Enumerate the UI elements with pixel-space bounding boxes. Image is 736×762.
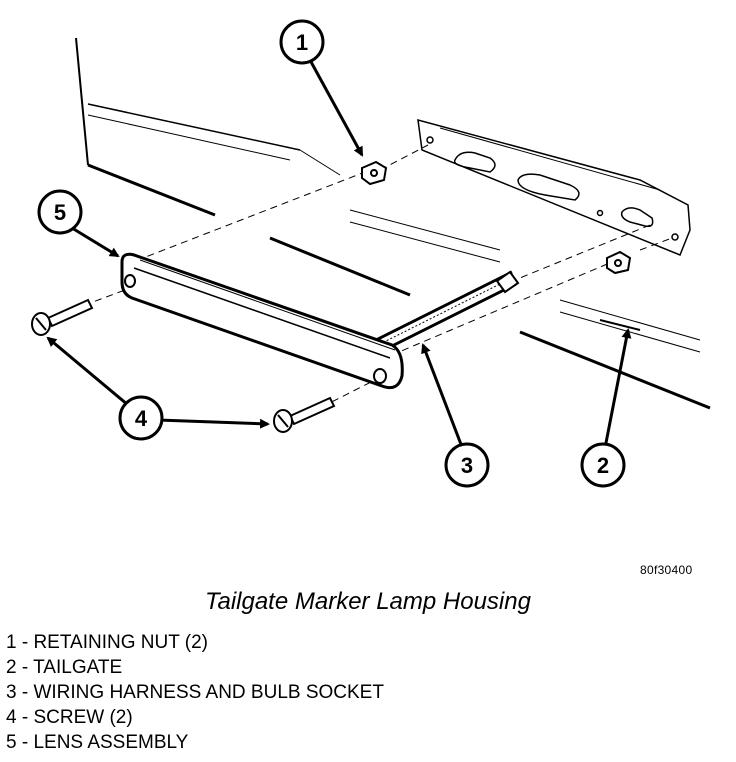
tailgate-recess-panel (417, 118, 691, 256)
screw-right (273, 396, 336, 433)
callout-label: 4 (135, 406, 148, 431)
retaining-nut-upper (361, 160, 388, 186)
callout-1: 1 (279, 19, 325, 65)
legend-item: 1 - RETAINING NUT (2) (6, 632, 208, 653)
lens-assembly (120, 252, 404, 390)
callout-3: 3 (444, 442, 490, 488)
tailgate-body (75, 37, 711, 410)
leader-arrow-3 (421, 343, 464, 448)
callout-label: 5 (54, 200, 66, 225)
leader-arrow-2 (603, 328, 632, 449)
callout-label: 2 (597, 453, 609, 478)
leader-arrow-1 (308, 59, 364, 157)
figure-id: 80f30400 (640, 563, 693, 577)
callout-label: 1 (296, 30, 308, 55)
callout-5: 5 (37, 189, 83, 235)
screw-left (31, 298, 94, 336)
callout-2: 2 (580, 442, 626, 488)
leader-arrow-4-left (46, 336, 129, 407)
callout-label: 3 (461, 453, 473, 478)
legend-item: 3 - WIRING HARNESS AND BULB SOCKET (6, 682, 384, 703)
wiring-harness-bulb-socket (371, 270, 520, 354)
leader-arrow-5 (71, 226, 120, 258)
figure-title: Tailgate Marker Lamp Housing (205, 588, 531, 615)
legend-item: 2 - TAILGATE (6, 657, 123, 678)
legend-item: 5 - LENS ASSEMBLY (6, 732, 189, 753)
leader-arrow-4-right (157, 418, 270, 429)
callout-4: 4 (118, 395, 164, 441)
legend-item: 4 - SCREW (2) (6, 707, 133, 728)
retaining-nut-lower (606, 250, 632, 275)
exploded-view-diagram: 1 2 3 4 5 (31, 19, 711, 488)
leader-arrows (46, 59, 632, 449)
parts-legend: 1 - RETAINING NUT (2) 2 - TAILGATE 3 - W… (6, 630, 384, 755)
